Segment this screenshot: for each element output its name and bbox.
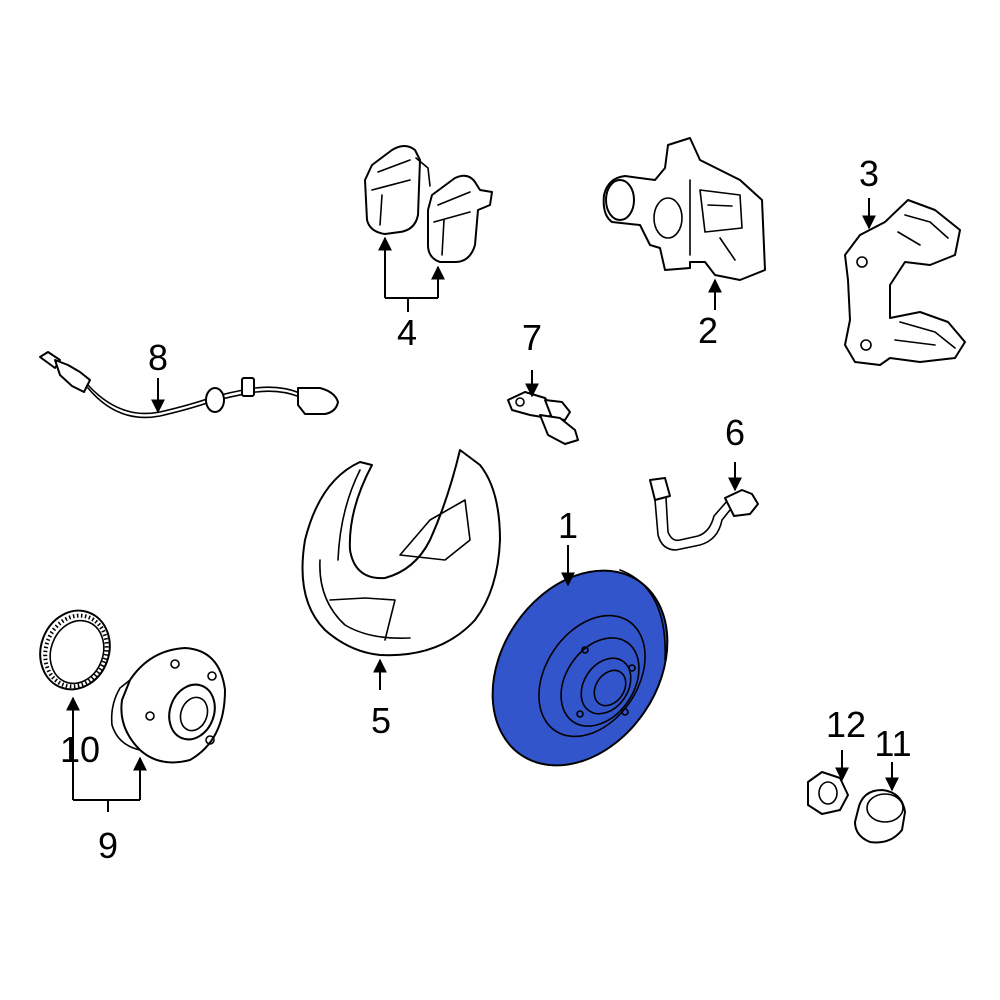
- wheel-hub[interactable]: [110, 647, 226, 764]
- brake-caliper[interactable]: [602, 137, 766, 281]
- callout-9: 9: [98, 825, 118, 866]
- callout-8: 8: [148, 337, 168, 378]
- callout-3: 3: [859, 153, 879, 194]
- callout-4: 4: [397, 312, 417, 353]
- callout-10: 10: [60, 729, 100, 770]
- dust-shield[interactable]: [301, 449, 501, 657]
- leader-lines: [66, 198, 899, 812]
- hub-nut[interactable]: [807, 771, 849, 815]
- caliper-bracket[interactable]: [844, 199, 966, 366]
- abs-sensor-wire[interactable]: [39, 351, 339, 419]
- callout-2: 2: [698, 310, 718, 351]
- callout-11: 11: [874, 723, 911, 764]
- abs-tone-ring[interactable]: [29, 601, 120, 699]
- brake-rotor[interactable]: [457, 537, 704, 798]
- dust-cap[interactable]: [854, 789, 906, 844]
- callout-6: 6: [725, 412, 745, 453]
- brake-hose[interactable]: [649, 477, 759, 551]
- callout-1: 1: [558, 505, 578, 546]
- callout-5: 5: [371, 700, 391, 741]
- wear-sensor[interactable]: [507, 391, 579, 445]
- callout-7: 7: [522, 317, 542, 358]
- callout-12: 12: [826, 704, 866, 745]
- brake-pads[interactable]: [364, 145, 493, 263]
